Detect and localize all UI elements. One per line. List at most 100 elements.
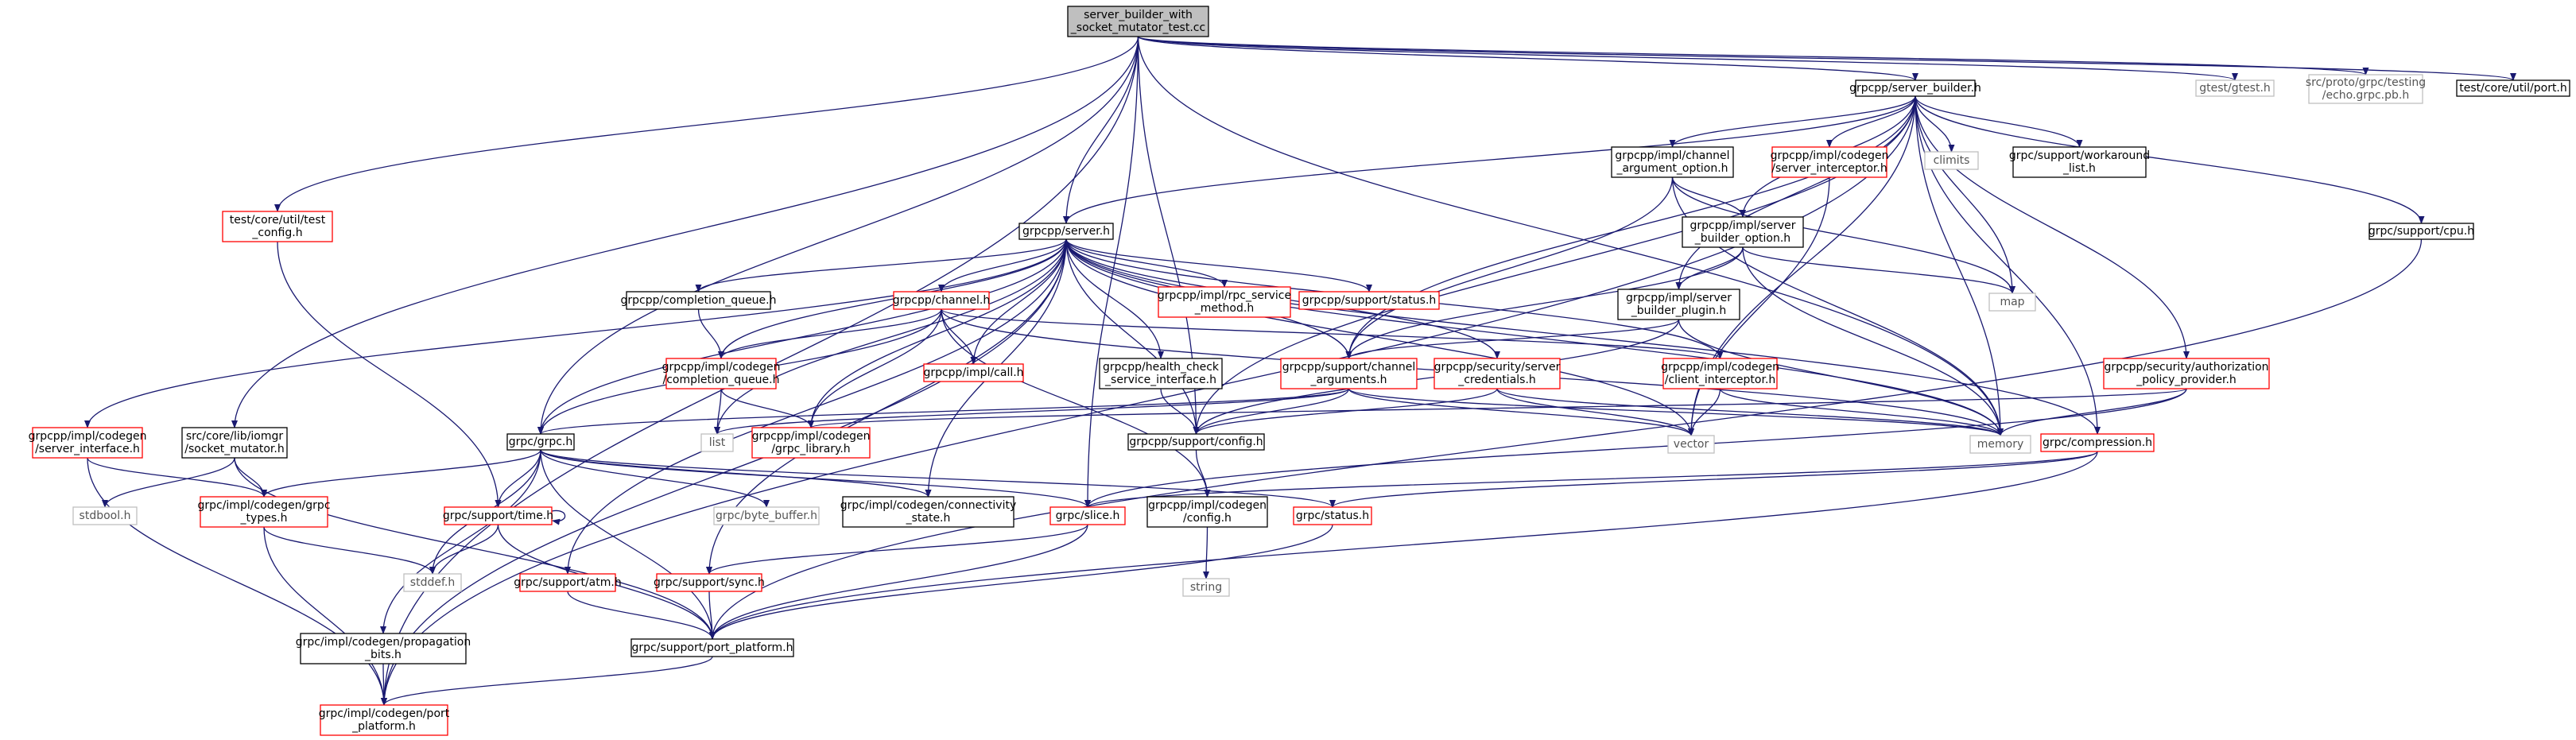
node-server-interface[interactable]: grpcpp/impl/codegen/server_interface.h <box>29 427 147 459</box>
node-box <box>1293 506 1372 525</box>
node-label: string <box>1190 581 1222 594</box>
node-atm[interactable]: grpc/support/atm.h <box>514 573 622 592</box>
node-impl-call[interactable]: grpcpp/impl/call.h <box>923 363 1024 382</box>
node-label: _method.h <box>1194 302 1254 315</box>
node-byte-buffer[interactable]: grpc/byte_buffer.h <box>713 506 820 525</box>
node-label: grpcpp/support/channel <box>1282 361 1416 374</box>
node-propagation-bits[interactable]: grpc/impl/codegen/propagation_bits.h <box>296 633 471 664</box>
edge-time_h-to-time_h <box>551 509 566 525</box>
node-label: grpcpp/impl/codegen <box>1148 499 1267 512</box>
node-string[interactable]: string <box>1182 578 1230 597</box>
node-server[interactable]: grpcpp/server.h <box>1018 223 1114 240</box>
node-label: grpcpp/support/config.h <box>1129 436 1263 448</box>
node-client-interceptor[interactable]: grpcpp/impl/codegen/client_interceptor.h <box>1661 358 1779 389</box>
edge-slice-to-sync <box>706 524 1088 575</box>
node-box <box>700 433 734 452</box>
node-sbo[interactable]: grpcpp/impl/server_builder_option.h <box>1682 216 1804 248</box>
node-label: grpcpp/security/authorization <box>2104 361 2268 374</box>
node-channel[interactable]: grpcpp/channel.h <box>893 291 990 310</box>
node-health-check[interactable]: grpcpp/health_check_service_interface.h <box>1099 358 1223 389</box>
node-box <box>2308 74 2423 104</box>
node-slice[interactable]: grpc/slice.h <box>1049 506 1126 525</box>
node-auth-policy[interactable]: grpcpp/security/authorization_policy_pro… <box>2103 358 2270 389</box>
node-completion-queue[interactable]: grpcpp/completion_queue.h <box>620 291 777 310</box>
edge-grpc_h-to-port_platform <box>540 449 716 640</box>
node-label: memory <box>1977 438 2024 451</box>
edge-server_builder-to-channel_arg_opt <box>1669 95 1916 148</box>
node-memory[interactable]: memory <box>1969 435 2031 454</box>
node-workaround[interactable]: grpc/support/workaround_list.h <box>2009 146 2150 178</box>
node-vector[interactable]: vector <box>1667 435 1715 454</box>
edge-sec_server_creds-to-memory <box>1496 388 2004 436</box>
edge-client_interceptor-to-vector <box>1688 388 1721 436</box>
node-root[interactable]: server_builder_with_socket_mutator_test.… <box>1067 6 1209 37</box>
node-status-h[interactable]: grpc/status.h <box>1293 506 1372 525</box>
edge-completion_queue-to-codegen_cq <box>697 308 724 359</box>
node-label: gtest/gtest.h <box>2199 82 2271 95</box>
node-time-h[interactable]: grpc/support/time.h <box>443 506 553 525</box>
node-cpu[interactable]: grpc/support/cpu.h <box>2368 223 2474 240</box>
edge-codegen_config-to-string <box>1203 526 1210 579</box>
node-label: list <box>709 436 726 449</box>
node-channel-arg-opt[interactable]: grpcpp/impl/channel_argument_option.h <box>1611 146 1734 178</box>
node-stdbool[interactable]: stdbool.h <box>72 506 138 525</box>
node-list[interactable]: list <box>700 433 734 452</box>
edge-server_builder-to-channel_arguments <box>1345 95 1916 359</box>
node-label: _arguments.h <box>1309 374 1387 386</box>
node-sec-server-creds[interactable]: grpcpp/security/server_credentials.h <box>1433 358 1561 389</box>
node-climits[interactable]: climits <box>1924 151 1979 170</box>
node-label: /server_interface.h <box>35 443 140 455</box>
node-test-config[interactable]: test/core/util/test_config.h <box>222 211 333 242</box>
edge-server_builder-to-workaround <box>1915 95 2083 148</box>
node-server-interceptor[interactable]: grpcpp/impl/codegen/server_interceptor.h <box>1771 146 1889 178</box>
node-sbp[interactable]: grpcpp/impl/server_builder_plugin.h <box>1617 289 1740 320</box>
node-box <box>320 704 448 736</box>
node-codegen-config[interactable]: grpcpp/impl/codegen/config.h <box>1146 496 1268 528</box>
node-box <box>2368 223 2474 240</box>
node-label: grpc/support/workaround <box>2009 149 2150 162</box>
node-label: grpcpp/impl/server <box>1690 219 1795 232</box>
edge-cpu-to-port_platform <box>709 238 2423 640</box>
edge-health_check-to-support_config <box>1160 388 1200 435</box>
node-echo-grpc[interactable]: src/proto/grpc/testing/echo.grpc.pb.h <box>2306 74 2426 104</box>
node-label: _builder_plugin.h <box>1631 304 1726 317</box>
edge-server_builder-to-sbp <box>1675 95 1916 290</box>
node-box <box>2103 358 2270 389</box>
edge-codegen_cq-to-list <box>714 388 722 435</box>
node-rpc-service-method[interactable]: grpcpp/impl/rpc_service_method.h <box>1158 286 1291 318</box>
node-grpc-types[interactable]: grpc/impl/codegen/grpc_types.h <box>197 496 331 528</box>
node-util-port[interactable]: test/core/util/port.h <box>2456 79 2570 97</box>
node-gtest[interactable]: gtest/gtest.h <box>2195 79 2275 97</box>
node-label: server_builder_with <box>1084 9 1193 21</box>
node-box <box>630 638 794 657</box>
node-label: _builder_option.h <box>1694 232 1790 245</box>
node-channel-arguments[interactable]: grpcpp/support/channel_arguments.h <box>1280 358 1418 389</box>
node-label: /config.h <box>1183 512 1232 525</box>
edge-sec_server_creds-to-vector <box>1496 388 1694 436</box>
node-grpc-library[interactable]: grpcpp/impl/codegen/grpc_library.h <box>751 427 871 459</box>
node-box <box>1099 358 1223 389</box>
node-codegen-cq[interactable]: grpcpp/impl/codegen/completion_queue.h <box>662 358 781 389</box>
node-connectivity-state[interactable]: grpc/impl/codegen/connectivity_state.h <box>840 496 1016 528</box>
edge-server-to-support_config <box>1065 238 1200 435</box>
node-label: grpc/support/sync.h <box>654 576 765 589</box>
edge-compression-to-port_platform <box>709 451 2098 640</box>
node-socket-mutator[interactable]: src/core/lib/iomgr/socket_mutator.h <box>181 427 288 459</box>
node-port-platform[interactable]: grpc/support/port_platform.h <box>630 638 794 657</box>
node-map[interactable]: map <box>1988 293 2036 312</box>
node-codegen-port-platform[interactable]: grpc/impl/codegen/port_platform.h <box>319 704 450 736</box>
edge-server-to-impl_call <box>970 238 1067 365</box>
node-sync[interactable]: grpc/support/sync.h <box>654 573 765 592</box>
node-support-status[interactable]: grpcpp/support/status.h <box>1298 291 1440 310</box>
node-label: grpc/support/time.h <box>443 509 553 522</box>
node-label: _service_interface.h <box>1104 374 1216 386</box>
edge-auth_policy-to-grpc_library <box>808 388 2187 428</box>
node-label: /socket_mutator.h <box>184 443 284 455</box>
node-grpc-h[interactable]: grpc/grpc.h <box>506 433 575 451</box>
node-label: /grpc_library.h <box>771 443 850 455</box>
node-label: _types.h <box>240 512 288 525</box>
node-support-config[interactable]: grpcpp/support/config.h <box>1127 433 1265 451</box>
node-compression[interactable]: grpc/compression.h <box>2040 433 2155 452</box>
node-server-builder[interactable]: grpcpp/server_builder.h <box>1849 79 1981 97</box>
node-stddef[interactable]: stddef.h <box>403 573 462 592</box>
